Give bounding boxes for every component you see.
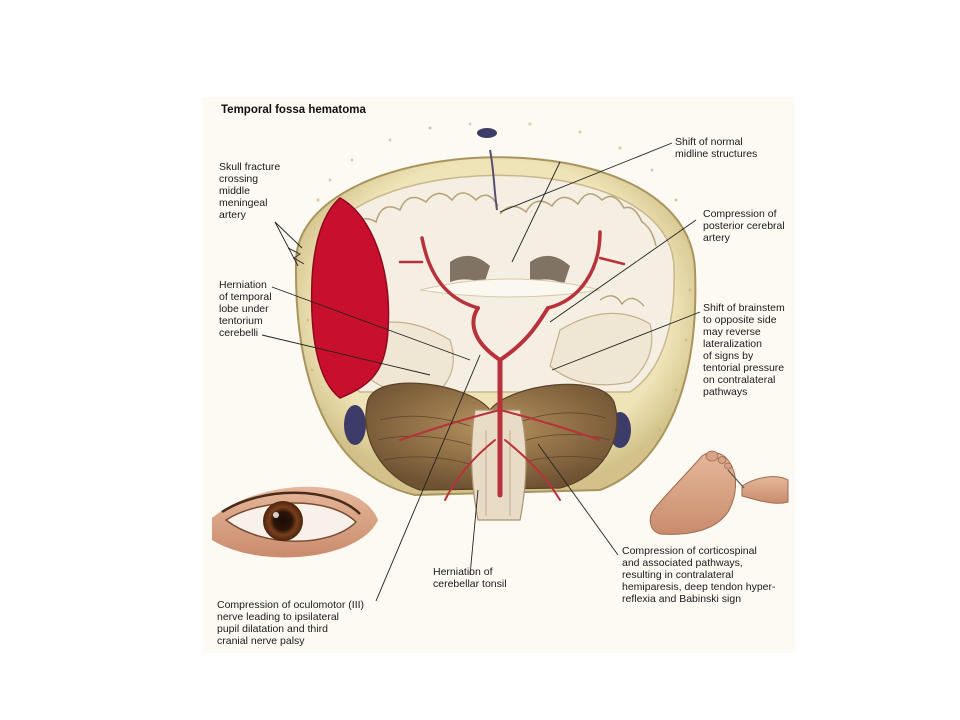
cerebrum — [317, 149, 675, 394]
label-compression-oculomotor: Compression of oculomotor (III) nerve le… — [217, 599, 365, 647]
foot-babinski-inset — [649, 450, 789, 535]
label-herniation-temporal-lobe: Herniation of temporal lobe under tentor… — [219, 279, 272, 339]
label-compression-pca: Compression of posterior cerebral artery — [703, 208, 785, 244]
label-shift-brainstem: Shift of brainstem to opposite side may … — [703, 302, 785, 398]
cerebral-arteries — [398, 230, 626, 501]
figure-title: Temporal fossa hematoma — [221, 104, 366, 116]
label-shift-midline: Shift of normal midline structures — [675, 136, 758, 160]
temporal-hematoma — [310, 197, 390, 399]
label-compression-corticospinal: Compression of corticospinal and associa… — [622, 545, 776, 605]
fracture-mark — [287, 247, 305, 265]
leader-lines — [261, 142, 701, 602]
label-herniation-tonsil: Herniation of cerebellar tonsil — [433, 566, 507, 590]
label-skull-fracture: Skull fracture crossing middle meningeal… — [219, 161, 281, 221]
eye-inset — [212, 486, 378, 558]
